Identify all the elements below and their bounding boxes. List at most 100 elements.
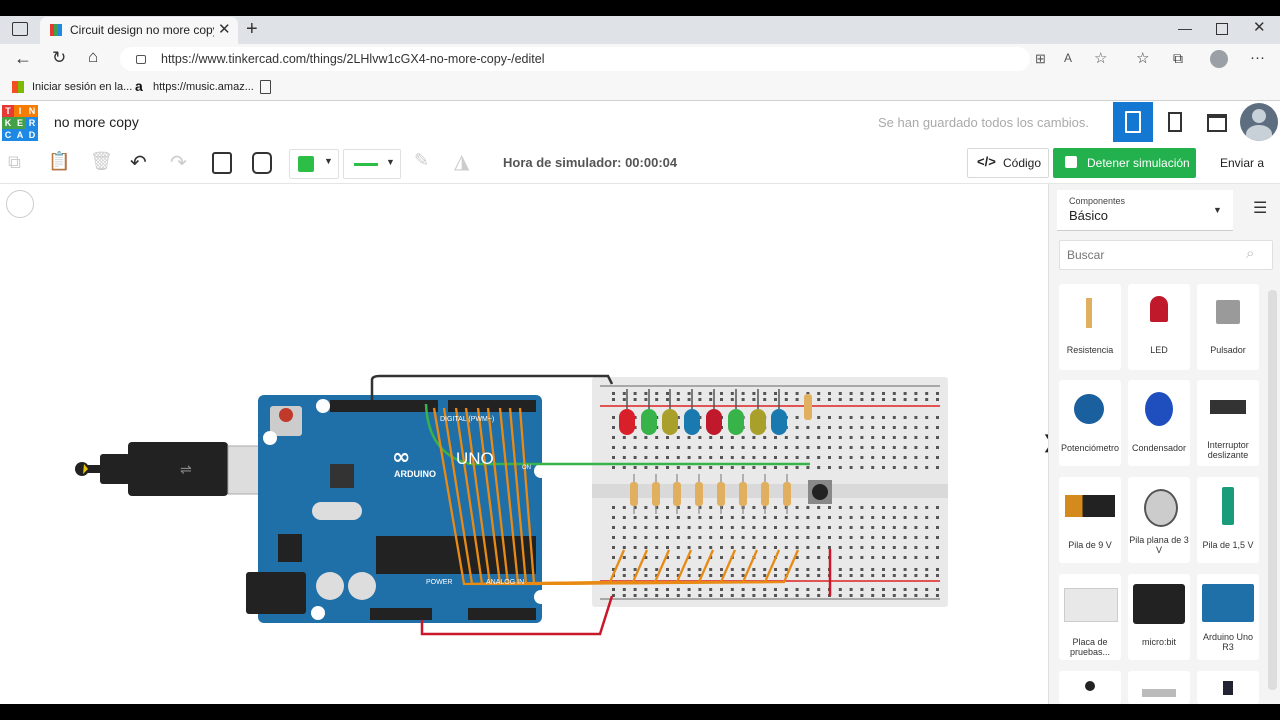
home-icon[interactable]: ⌂: [88, 47, 99, 66]
window-menu-icon[interactable]: [12, 22, 28, 36]
component-card-arduino-uno[interactable]: Arduino Uno R3: [1197, 574, 1259, 660]
copy-icon[interactable]: ⧉: [8, 152, 21, 172]
logo-letter: T: [2, 105, 14, 117]
pushbutton: [808, 480, 832, 504]
chevron-down-icon: ▼: [1213, 205, 1222, 215]
page-icon[interactable]: [260, 80, 271, 94]
bookmark-item[interactable]: https://music.amaz...: [153, 81, 254, 93]
scrollbar[interactable]: [1268, 290, 1277, 690]
apps-icon[interactable]: ⊞: [1035, 51, 1046, 66]
microsoft-logo-icon: [12, 81, 24, 93]
breadboard-holes: [612, 392, 939, 597]
potentiometer-icon: [1074, 394, 1104, 424]
component-card-partial[interactable]: [1059, 671, 1121, 704]
schematic-icon: [1168, 112, 1182, 132]
reload-icon[interactable]: ↻: [52, 48, 67, 67]
fit-view-icon[interactable]: [6, 190, 34, 218]
favorite-add-icon[interactable]: ☆: [1094, 50, 1108, 67]
undo-icon[interactable]: ↶: [130, 152, 147, 174]
arduino-brand-text: ARDUINO: [394, 469, 436, 479]
stop-simulation-button[interactable]: Detener simulación: [1053, 148, 1196, 178]
component-card-partial[interactable]: [1197, 671, 1259, 704]
led: [771, 409, 787, 435]
wire-type-picker[interactable]: ▼: [343, 149, 401, 179]
close-window-icon[interactable]: ✕: [1253, 19, 1266, 36]
search-input[interactable]: Buscar ⌕: [1059, 240, 1273, 270]
arduino-power-label: POWER: [426, 579, 453, 586]
components-selected: Básico: [1069, 208, 1109, 223]
resistor: [804, 394, 812, 420]
send-to-button[interactable]: Enviar a: [1206, 148, 1276, 178]
stop-simulation-label: Detener simulación: [1087, 156, 1190, 170]
led: [684, 409, 700, 435]
schematic-view-button[interactable]: [1155, 102, 1195, 142]
led: [750, 409, 766, 435]
favorites-icon[interactable]: ☆: [1136, 50, 1150, 67]
color-picker[interactable]: ▼: [289, 149, 339, 179]
tab-title: Circuit design no more copy | Ti: [70, 23, 214, 37]
resistor: [783, 482, 791, 506]
pushbutton-icon: [1216, 300, 1240, 324]
component-card-potentiometer[interactable]: Potenciómetro: [1059, 380, 1121, 466]
led: [706, 409, 722, 435]
component-card-aa-battery[interactable]: Pila de 1,5 V: [1197, 477, 1259, 563]
back-icon[interactable]: ←: [14, 48, 32, 68]
component-card-capacitor[interactable]: Condensador: [1128, 380, 1190, 466]
stop-square-icon: [1065, 156, 1077, 168]
tinkercad-favicon-icon: [50, 24, 62, 36]
resistor: [673, 482, 681, 506]
arduino-on-label: ON: [522, 465, 531, 471]
rotate-icon[interactable]: ✎: [414, 150, 430, 170]
profile-avatar-icon[interactable]: [1210, 50, 1228, 68]
browser-tab[interactable]: Circuit design no more copy | Ti ✕: [40, 17, 238, 44]
circuit-view-button[interactable]: [1113, 102, 1153, 142]
component-card-partial[interactable]: [1128, 671, 1190, 704]
orange-wires: [432, 407, 800, 586]
component-list-view-button[interactable]: [1197, 102, 1237, 142]
component-card-coin-battery[interactable]: Pila plana de 3 V: [1128, 477, 1190, 563]
code-button[interactable]: </> Código: [967, 148, 1049, 178]
bookmark-item[interactable]: Iniciar sesión en la...: [32, 81, 133, 93]
logo-letter: A: [14, 129, 26, 141]
collections-icon[interactable]: ⧉: [1173, 50, 1183, 66]
component-card-9v-battery[interactable]: Pila de 9 V: [1059, 477, 1121, 563]
tinkercad-logo[interactable]: T I N K E R C A D: [2, 105, 38, 141]
minimize-icon[interactable]: —: [1178, 20, 1192, 36]
logo-letter: I: [14, 105, 26, 117]
paste-icon[interactable]: 📋: [48, 151, 71, 171]
delete-icon[interactable]: 🗑: [90, 151, 113, 171]
component-card-resistor[interactable]: Resistencia: [1059, 284, 1121, 370]
notes-icon[interactable]: [212, 152, 232, 174]
resistors: [630, 394, 812, 514]
read-aloud-icon[interactable]: A: [1064, 51, 1073, 65]
send-to-label: Enviar a: [1220, 156, 1265, 170]
design-name[interactable]: no more copy: [54, 114, 139, 130]
color-swatch: [298, 156, 314, 172]
aa-battery-icon: [1222, 487, 1234, 525]
component-card-microbit[interactable]: micro:bit: [1128, 574, 1190, 660]
resistor: [761, 482, 769, 506]
redo-icon[interactable]: ↷: [170, 152, 187, 174]
usb-symbol: ⇌: [180, 462, 192, 478]
component-card-led[interactable]: LED: [1128, 284, 1190, 370]
close-tab-icon[interactable]: ✕: [218, 21, 231, 38]
component-card-breadboard[interactable]: Placa de pruebas...: [1059, 574, 1121, 660]
more-options-icon[interactable]: ···: [1250, 49, 1265, 66]
led-icon: [1150, 296, 1168, 322]
user-avatar[interactable]: [1240, 103, 1278, 141]
component-card-pushbutton[interactable]: Pulsador: [1197, 284, 1259, 370]
component-card-slide-switch[interactable]: Interruptor deslizante: [1197, 380, 1259, 466]
maximize-icon[interactable]: [1216, 23, 1228, 35]
orange-wire: [518, 407, 800, 586]
led: [641, 409, 657, 435]
component-icon: [1142, 689, 1176, 697]
list-view-icon[interactable]: ☰: [1253, 200, 1268, 217]
new-tab-icon[interactable]: +: [246, 18, 258, 40]
url-input[interactable]: https://www.tinkercad.com/things/2LHlvw1…: [120, 47, 1030, 71]
circuit-canvas[interactable]: ⇌ ∞: [0, 184, 1057, 704]
led: [662, 409, 678, 435]
components-dropdown[interactable]: Componentes Básico ▼: [1057, 190, 1233, 231]
view-notes-icon[interactable]: [252, 152, 272, 174]
mirror-icon[interactable]: ◮: [454, 151, 470, 173]
simulation-timer: Hora de simulador: 00:00:04: [503, 155, 678, 170]
